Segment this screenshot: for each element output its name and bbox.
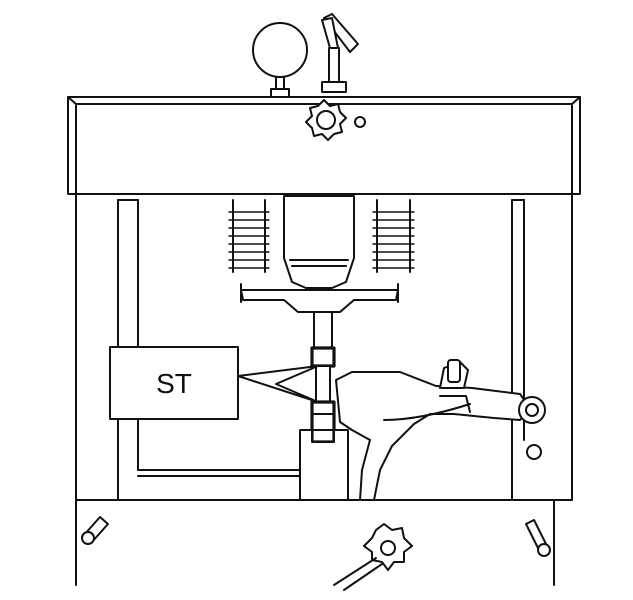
pressure-gauge-icon: [252, 22, 308, 98]
st-leader-line: [237, 365, 319, 403]
jack-pump-handle: [333, 523, 413, 591]
press-ram: [310, 311, 336, 403]
return-spring-right: [372, 199, 415, 273]
return-spring-left: [228, 199, 270, 273]
adjuster-knob-icon: [305, 99, 366, 141]
st-callout-label: ST: [156, 368, 192, 399]
release-valve-lever-icon: [321, 13, 359, 93]
press-top-beam: [67, 96, 581, 195]
suspension-control-arm: [335, 359, 546, 501]
press-cross-plate: [240, 283, 399, 313]
st-callout-box: [109, 346, 239, 420]
press-bottom-bolster: [75, 499, 573, 586]
hydraulic-cylinder: [283, 195, 355, 289]
special-tool-adapter: [310, 400, 336, 444]
